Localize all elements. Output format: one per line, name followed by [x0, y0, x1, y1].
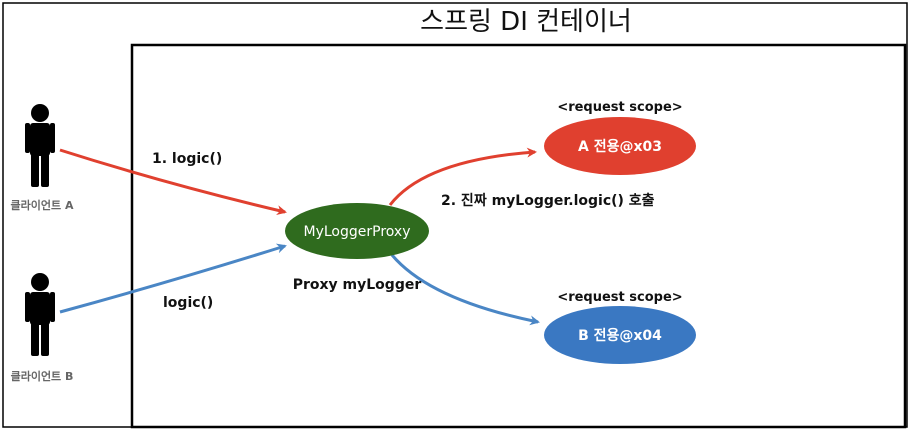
client-a-to-proxy-arrow [59, 148, 287, 216]
bean-b-label: B 전용@x04 [578, 327, 662, 344]
container-title: 스프링 DI 컨테이너 [420, 7, 632, 37]
bean-a-scope-label: <request scope> [557, 100, 682, 115]
proxy-caption: Proxy myLogger [293, 277, 422, 293]
client-b-label: 클라이언트 B [11, 369, 74, 383]
container-box [130, 43, 907, 429]
real-call-label: 2. 진짜 myLogger.logic() 호출 [441, 192, 655, 209]
client-b-to-proxy-arrow [59, 243, 287, 314]
proxy-to-bean-a-arrow [388, 147, 537, 206]
proxy-node-label: MyLoggerProxy [304, 224, 411, 240]
client-a-person-icon [25, 104, 55, 187]
client-b-call-label: logic() [163, 295, 213, 311]
bean-b-node [544, 306, 696, 364]
client-b-person-icon [25, 273, 55, 356]
client-a-call-label: 1. logic() [152, 151, 222, 167]
proxy-to-bean-b-arrow [390, 254, 540, 326]
bean-a-label: A 전용@x03 [578, 138, 662, 155]
client-a-label: 클라이언트 A [11, 198, 74, 212]
bean-a-node [544, 117, 696, 175]
bean-b-scope-label: <request scope> [557, 290, 682, 305]
proxy-node [285, 203, 429, 259]
